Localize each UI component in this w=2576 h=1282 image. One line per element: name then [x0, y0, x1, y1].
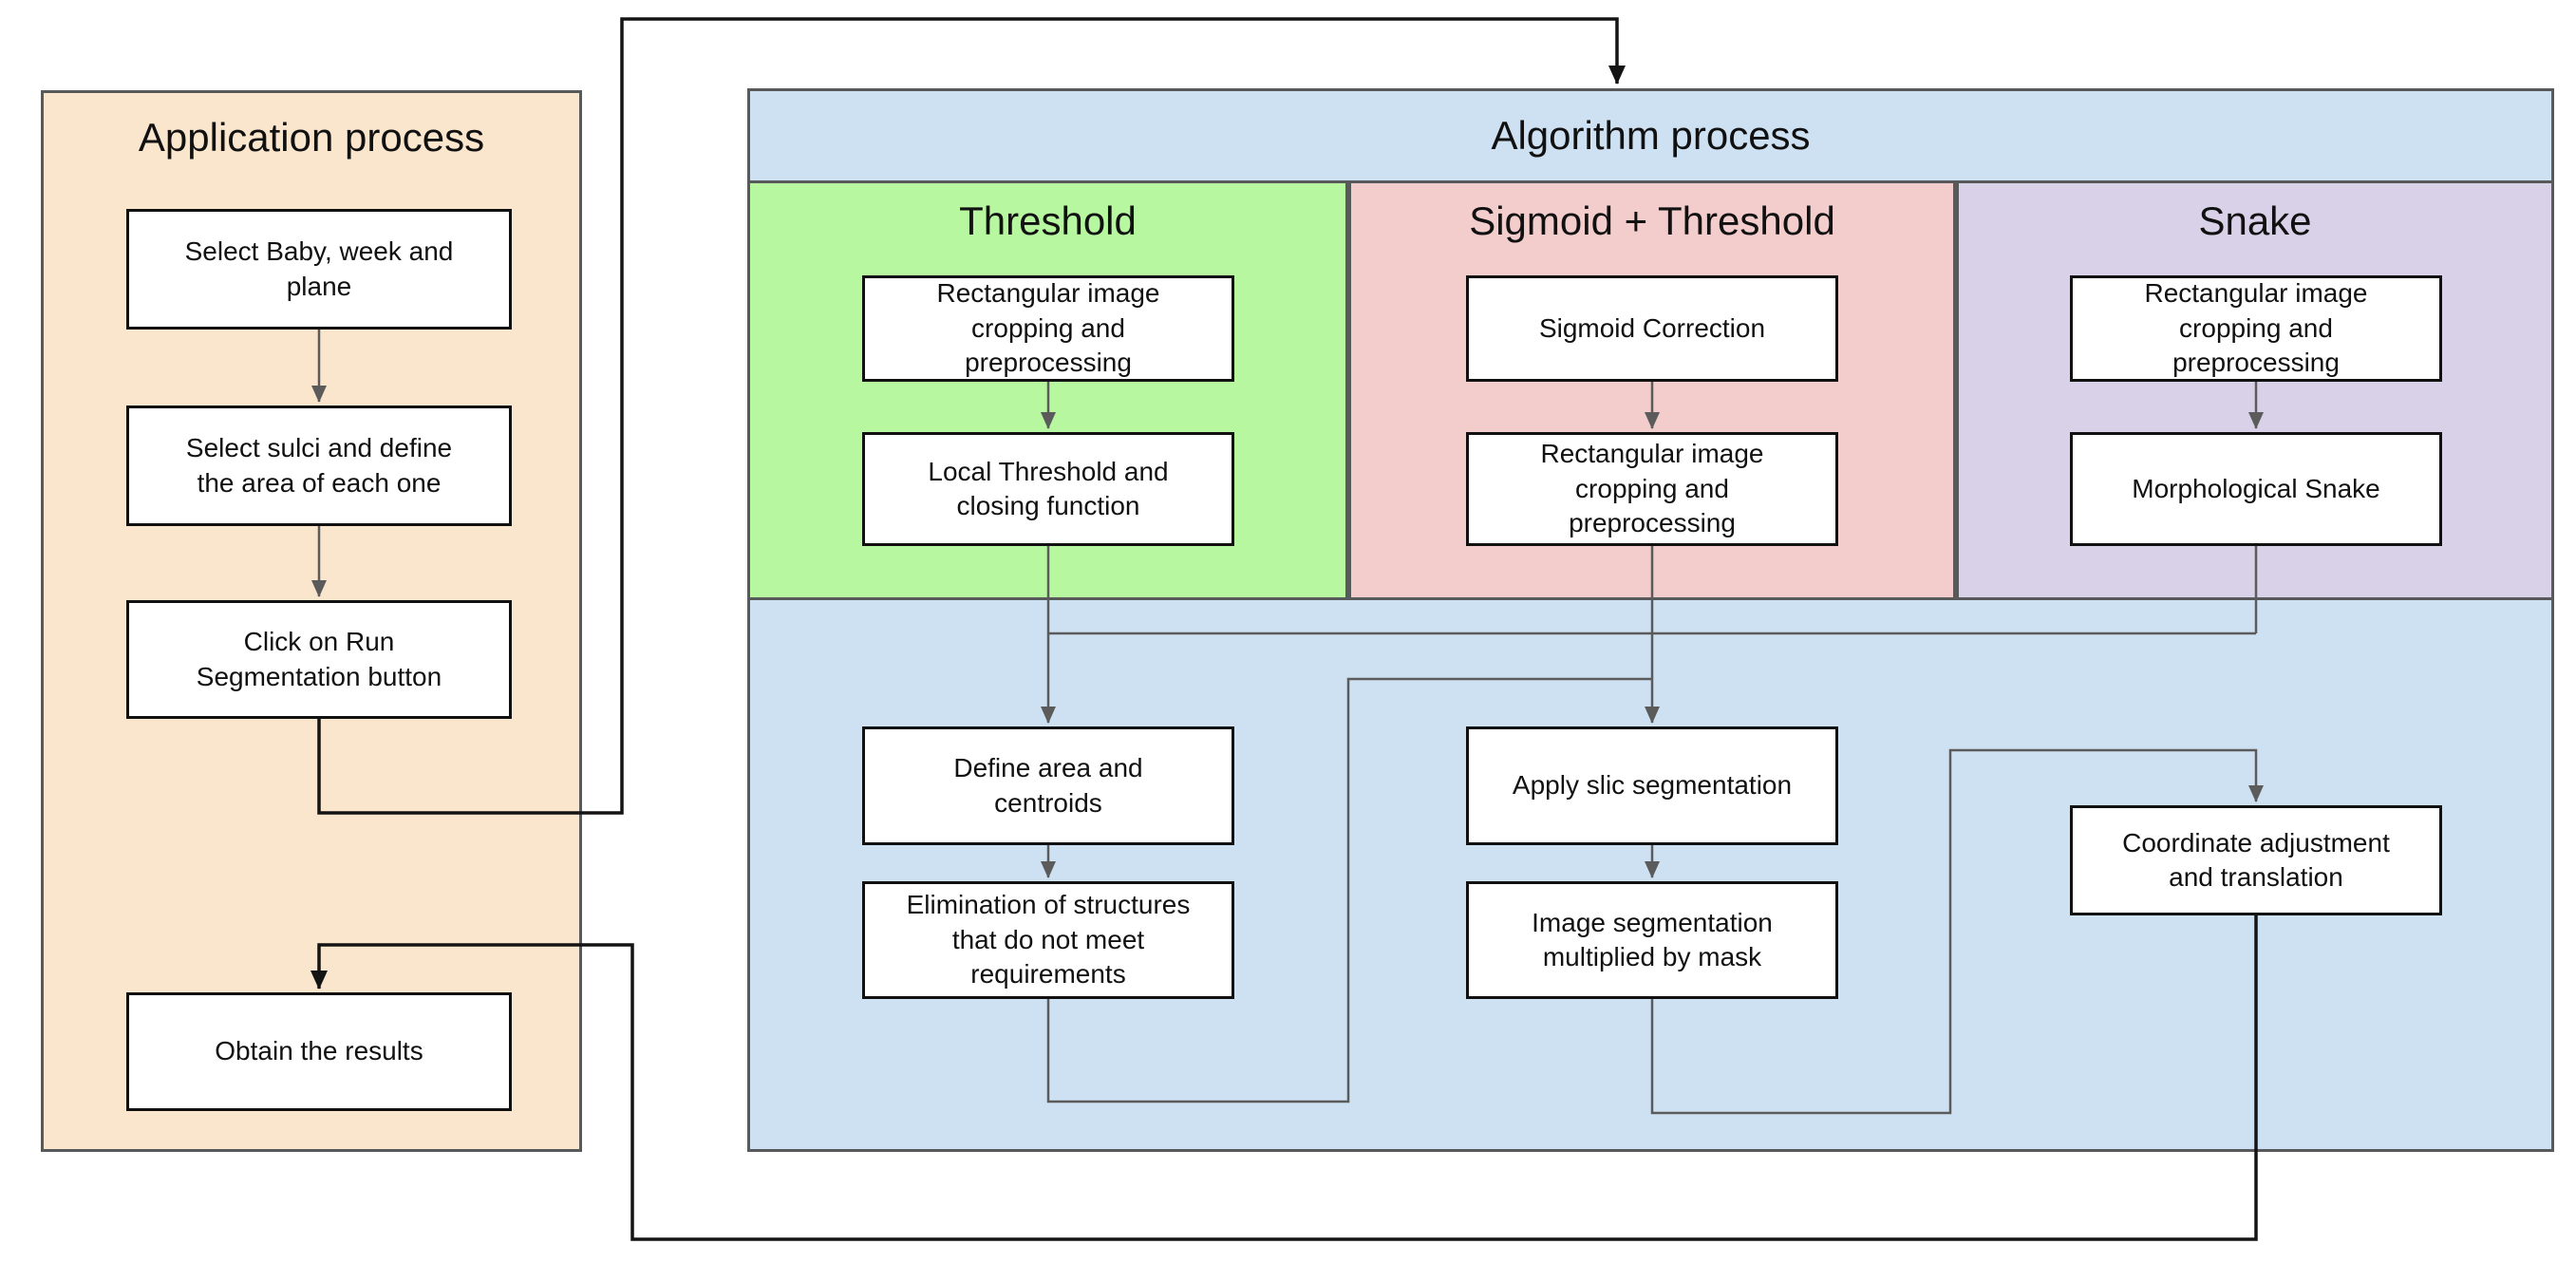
node-sigmoid-correction: Sigmoid Correction [1466, 275, 1838, 382]
node-image-seg-multiplied-mask: Image segmentation multiplied by mask [1466, 881, 1838, 999]
node-sigmoid-rect-crop: Rectangular image cropping and preproces… [1466, 432, 1838, 546]
algorithm-process-title: Algorithm process [1491, 113, 1811, 158]
node-elimination-structures: Elimination of structures that do not me… [862, 881, 1234, 999]
node-select-sulci-define-area: Select sulci and define the area of each… [126, 405, 512, 526]
node-obtain-results: Obtain the results [126, 992, 512, 1111]
sigmoid-threshold-section-title: Sigmoid + Threshold [1469, 198, 1835, 243]
node-apply-slic: Apply slic segmentation [1466, 726, 1838, 845]
node-select-baby-week-plane: Select Baby, week and plane [126, 209, 512, 330]
node-local-threshold-closing: Local Threshold and closing function [862, 432, 1234, 546]
node-morphological-snake: Morphological Snake [2070, 432, 2442, 546]
node-define-area-centroids: Define area and centroids [862, 726, 1234, 845]
application-process-title: Application process [138, 115, 485, 160]
node-snake-rect-crop: Rectangular image cropping and preproces… [2070, 275, 2442, 382]
snake-section-title: Snake [2198, 198, 2312, 243]
node-threshold-rect-crop: Rectangular image cropping and preproces… [862, 275, 1234, 382]
threshold-section-title: Threshold [959, 198, 1137, 243]
node-click-run-segmentation: Click on Run Segmentation button [126, 600, 512, 719]
node-coordinate-adjustment: Coordinate adjustment and translation [2070, 805, 2442, 915]
